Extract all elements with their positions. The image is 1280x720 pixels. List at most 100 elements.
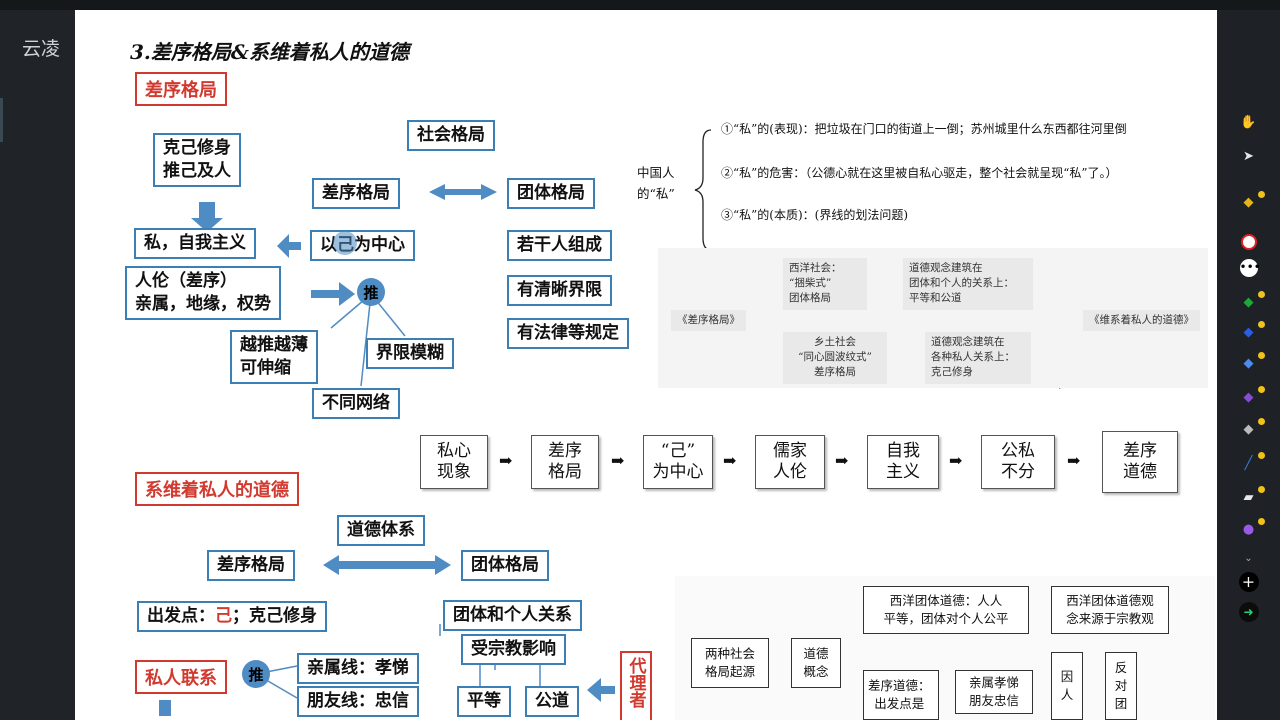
- pen-green-icon[interactable]: ◆: [1243, 294, 1254, 310]
- br-gainian: 道德 概念: [791, 638, 841, 688]
- siren-lianxi-box: 私人联系: [135, 660, 227, 694]
- flow-arrow-icon: ➡: [949, 451, 963, 470]
- si-box: 私，自我主义: [134, 228, 256, 259]
- flow-step-6: 公私 不分: [981, 435, 1055, 489]
- right-arrow: [311, 282, 355, 306]
- pen-red-icon[interactable]: [1217, 233, 1280, 251]
- hand-icon[interactable]: ✋: [1240, 114, 1257, 130]
- badge: [1258, 321, 1265, 328]
- annotation-toolbar: ✋ ➤ ◆ ••• ◆ ◆ ◆ ◆ ◆ ╱ ▰ ● ⌄ + ➜: [1217, 10, 1280, 720]
- badge: [1258, 291, 1265, 298]
- badge: [1258, 518, 1265, 525]
- br-xiyang: 西洋团体道德：人人 平等，团体对个人公平: [863, 586, 1029, 634]
- chaxu-box: 差序格局: [312, 178, 400, 209]
- pointer-icon[interactable]: ➤: [1243, 148, 1254, 164]
- flow-step-5: 自我 主义: [867, 435, 939, 489]
- flow-arrow-icon: ➡: [611, 451, 625, 470]
- left-panel-edge[interactable]: [0, 98, 3, 142]
- daode-box: 道德体系: [337, 515, 425, 546]
- renlun-box: 人伦（差序） 亲属，地缘，权势: [125, 266, 281, 320]
- br-qinshu: 亲属孝悌 朋友忠信: [955, 670, 1033, 714]
- keji-box: 克己修身 推己及人: [153, 133, 241, 187]
- tui-node-lower: 推: [242, 660, 270, 688]
- zongjiao-box: 受宗教影响: [461, 634, 566, 665]
- siren-item-3: ③“私”的(本质)：(界线的划法问题): [721, 208, 908, 222]
- br-fandui: 反 对 团: [1105, 652, 1137, 720]
- flow-arrow-icon: ➡: [835, 451, 849, 470]
- ji-highlight: [333, 231, 357, 255]
- gray-bottom-right: 道德观念建筑在 各种私人关系上： 克己修身: [925, 332, 1031, 384]
- chufa-suffix: ；克己修身: [232, 606, 317, 626]
- gray-right: 《维系着私人的道德》: [1083, 310, 1200, 332]
- lower-chaxu-box: 差序格局: [207, 550, 295, 581]
- flow-arrow-icon: ➡: [723, 451, 737, 470]
- eraser-icon[interactable]: ▰: [1243, 489, 1254, 505]
- badge: [1258, 418, 1265, 425]
- badge: [1258, 191, 1265, 198]
- youqing-box: 有清晰界限: [507, 275, 612, 306]
- slide-canvas[interactable]: 3.差序格局&系维着私人的道德 差序格局 克己修身 推己及人 私，自我主义 人伦…: [75, 10, 1217, 720]
- br-chaxu: 差序道德： 出发点是: [863, 670, 939, 720]
- chufa-box: 出发点：己；克己修身: [137, 601, 327, 632]
- dailizhe-box: 代理者: [620, 651, 652, 720]
- down-arrow: [191, 202, 223, 232]
- slide-heading: 3.差序格局&系维着私人的道德: [130, 40, 409, 64]
- left-arrow-lower: [587, 678, 615, 702]
- left-panel: [0, 10, 75, 720]
- badge: [1258, 452, 1265, 459]
- flow-step-7: 差序 道德: [1102, 431, 1178, 493]
- gray-left: 《差序格局》: [671, 310, 746, 332]
- qinshu-box: 亲属线：孝悌: [297, 653, 419, 684]
- pen-purple-icon[interactable]: ◆: [1243, 389, 1254, 405]
- circle-icon[interactable]: ●: [1242, 521, 1255, 537]
- siren-item-2: ②“私”的危害：（公德心就在这里被自私心驱走，整个社会就呈现“私”了。）: [721, 166, 1118, 180]
- flow-step-2: 差序 格局: [531, 435, 599, 489]
- pen-blue-icon[interactable]: ◆: [1243, 324, 1254, 340]
- highlighter-icon[interactable]: ◆: [1243, 194, 1254, 210]
- br-liang: 两种社会 格局起源: [691, 638, 769, 688]
- ruogan-box: 若干人组成: [507, 230, 612, 261]
- badge: [1258, 486, 1265, 493]
- down-arrow-lower: [159, 700, 171, 716]
- siren-item-1: ①“私”的(表现)：把垃圾在门口的街道上一倒；苏州城里什么东西都往河里倒: [721, 122, 1127, 136]
- flow-step-4: 儒家 人伦: [755, 435, 825, 489]
- flow-arrow-icon: ➡: [499, 451, 513, 470]
- left-arrow: [277, 234, 301, 258]
- app-title: 云凌: [22, 38, 61, 60]
- gray-top: 西洋社会： “捆柴式” 团体格局: [783, 258, 867, 310]
- badge: [1258, 386, 1265, 393]
- yue-box: 越推越薄 可伸缩: [230, 330, 318, 384]
- jiexian-box: 界限模糊: [366, 338, 454, 369]
- chufa-ji: 己: [215, 606, 232, 626]
- br-zongjiao: 西洋团体道德观 念来源于宗教观: [1051, 586, 1169, 634]
- section-label-chaxu: 差序格局: [135, 72, 227, 106]
- lower-tuanti-box: 团体格局: [461, 550, 549, 581]
- more-icon[interactable]: •••: [1217, 259, 1280, 277]
- shehui-box: 社会格局: [407, 120, 495, 151]
- chevron-icon[interactable]: ⌄: [1244, 552, 1253, 564]
- tuantiren-box: 团体和个人关系: [443, 600, 582, 631]
- section-label-xiwei: 系维着私人的道德: [135, 472, 299, 506]
- pen-black-icon[interactable]: ◆: [1243, 421, 1254, 437]
- youfa-box: 有法律等规定: [507, 318, 629, 349]
- gongdao-box: 公道: [525, 686, 579, 717]
- gray-top-right: 道德观念建筑在 团体和个人的关系上： 平等和公道: [903, 258, 1033, 310]
- double-arrow: [429, 184, 497, 200]
- top-bar: [0, 0, 1280, 10]
- line-icon[interactable]: ╱: [1244, 455, 1253, 471]
- flow-arrow-icon: ➡: [1067, 451, 1081, 470]
- tuanti-box: 团体格局: [507, 178, 595, 209]
- butong-box: 不同网络: [312, 388, 400, 419]
- double-arrow-lower: [323, 555, 451, 575]
- siren-lead: 中国人 的“私”: [637, 165, 675, 202]
- yiji-box: 以己为中心: [310, 230, 415, 261]
- pengyou-box: 朋友线：忠信: [297, 686, 419, 717]
- chufa-prefix: 出发点：: [147, 606, 215, 626]
- next-icon[interactable]: ➜: [1217, 602, 1280, 622]
- badge: [1258, 352, 1265, 359]
- add-icon[interactable]: +: [1217, 572, 1280, 592]
- gray-bottom: 乡土社会 “同心圆波纹式” 差序格局: [783, 332, 887, 384]
- pen-lightblue-icon[interactable]: ◆: [1243, 355, 1254, 371]
- pingdeng-box: 平等: [457, 686, 511, 717]
- flow-step-3: “己” 为中心: [643, 435, 713, 489]
